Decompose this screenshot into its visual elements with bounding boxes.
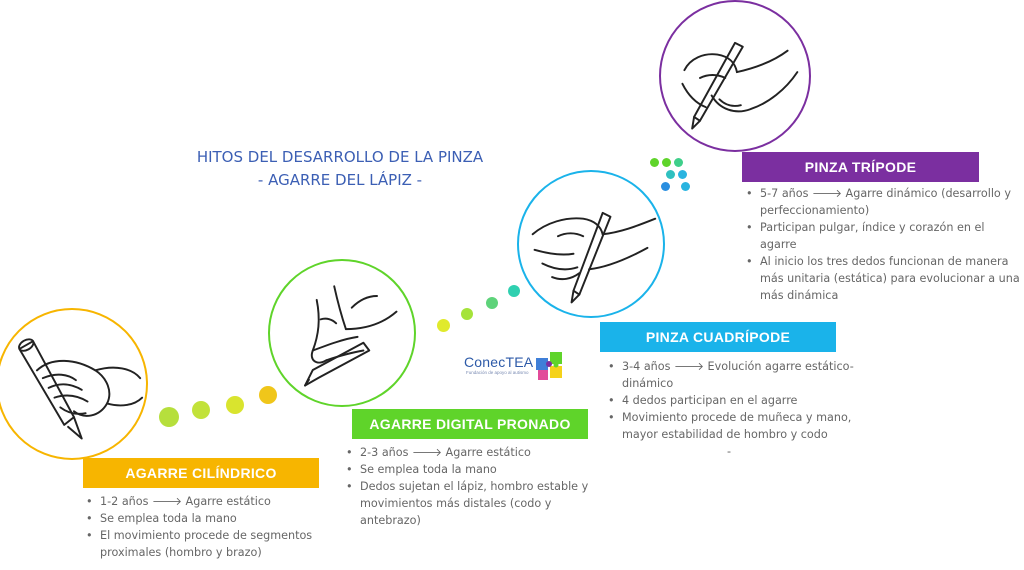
bullet-item: El movimiento procede de segmentos proxi… <box>84 527 334 561</box>
bullet-item: Se emplea toda la mano <box>84 510 334 527</box>
stage-2-bullets: 2-3 años 🡒 Agarre estático Se emplea tod… <box>344 444 614 529</box>
path-dot <box>666 170 675 179</box>
logo-tagline: Fundación de apoyo al autismo <box>466 370 529 375</box>
stage-2-illustration <box>268 259 416 407</box>
path-dot <box>681 182 690 191</box>
bullet-item: Al inicio los tres dedos funcionan de ma… <box>744 253 1020 304</box>
stage-4-illustration <box>659 0 811 152</box>
path-dot <box>437 319 450 332</box>
path-dot <box>661 182 670 191</box>
bullet-item: 2-3 años 🡒 Agarre estático <box>344 444 614 461</box>
diagram-title: HITOS DEL DESARROLLO DE LA PINZA - AGARR… <box>150 146 530 192</box>
bullet-item: Participan pulgar, índice y corazón en e… <box>744 219 1020 253</box>
stage-1-illustration <box>0 308 148 460</box>
stage-1-label: AGARRE CILÍNDRICO <box>83 458 319 488</box>
bullet-item: 5-7 años 🡒 Agarre dinámico (desarrollo y… <box>744 185 1020 219</box>
bullet-item: 3-4 años 🡒 Evolución agarre estático-din… <box>606 358 866 392</box>
stage-2-label: AGARRE DIGITAL PRONADO <box>352 409 588 439</box>
tripod-hand-pencil-icon <box>681 41 799 130</box>
bullet-item: Se emplea toda la mano <box>344 461 614 478</box>
path-dot <box>678 170 687 179</box>
stage-3-label: PINZA CUADRÍPODE <box>600 322 836 352</box>
title-line-1: HITOS DEL DESARROLLO DE LA PINZA <box>196 148 484 166</box>
stage-3-illustration <box>517 170 665 318</box>
logo-name: ConecTEA <box>464 354 534 370</box>
path-dot <box>674 158 683 167</box>
trailing-mark: - <box>727 445 732 458</box>
bullet-item: 1-2 años 🡒 Agarre estático <box>84 493 334 510</box>
path-dot <box>461 308 473 320</box>
pronated-hand-pencil-icon <box>304 285 398 387</box>
path-dot <box>192 401 210 419</box>
stage-4-bullets: 5-7 años 🡒 Agarre dinámico (desarrollo y… <box>744 185 1020 304</box>
path-dot <box>159 407 179 427</box>
conectea-logo: ConecTEA Fundación de apoyo al autismo <box>462 348 568 384</box>
stage-3-bullets: 3-4 años 🡒 Evolución agarre estático-din… <box>606 358 866 460</box>
puzzle-icon <box>536 352 562 380</box>
bullet-item: Movimiento procede de muñeca y mano, may… <box>606 409 866 443</box>
quadrupod-hand-pencil-icon <box>531 211 657 304</box>
stage-4-label: PINZA TRÍPODE <box>742 152 979 182</box>
path-dot <box>662 158 671 167</box>
path-dot <box>226 396 244 414</box>
path-dot <box>259 386 277 404</box>
path-dot <box>650 158 659 167</box>
bullet-item: Dedos sujetan el lápiz, hombro estable y… <box>344 478 614 529</box>
path-dot <box>508 285 520 297</box>
title-line-2: - AGARRE DEL LÁPIZ - <box>257 171 423 189</box>
bullet-item: 4 dedos participan en el agarre <box>606 392 866 409</box>
stage-1-bullets: 1-2 años 🡒 Agarre estático Se emplea tod… <box>84 493 334 561</box>
path-dot <box>486 297 498 309</box>
fist-pencil-icon <box>18 338 144 440</box>
